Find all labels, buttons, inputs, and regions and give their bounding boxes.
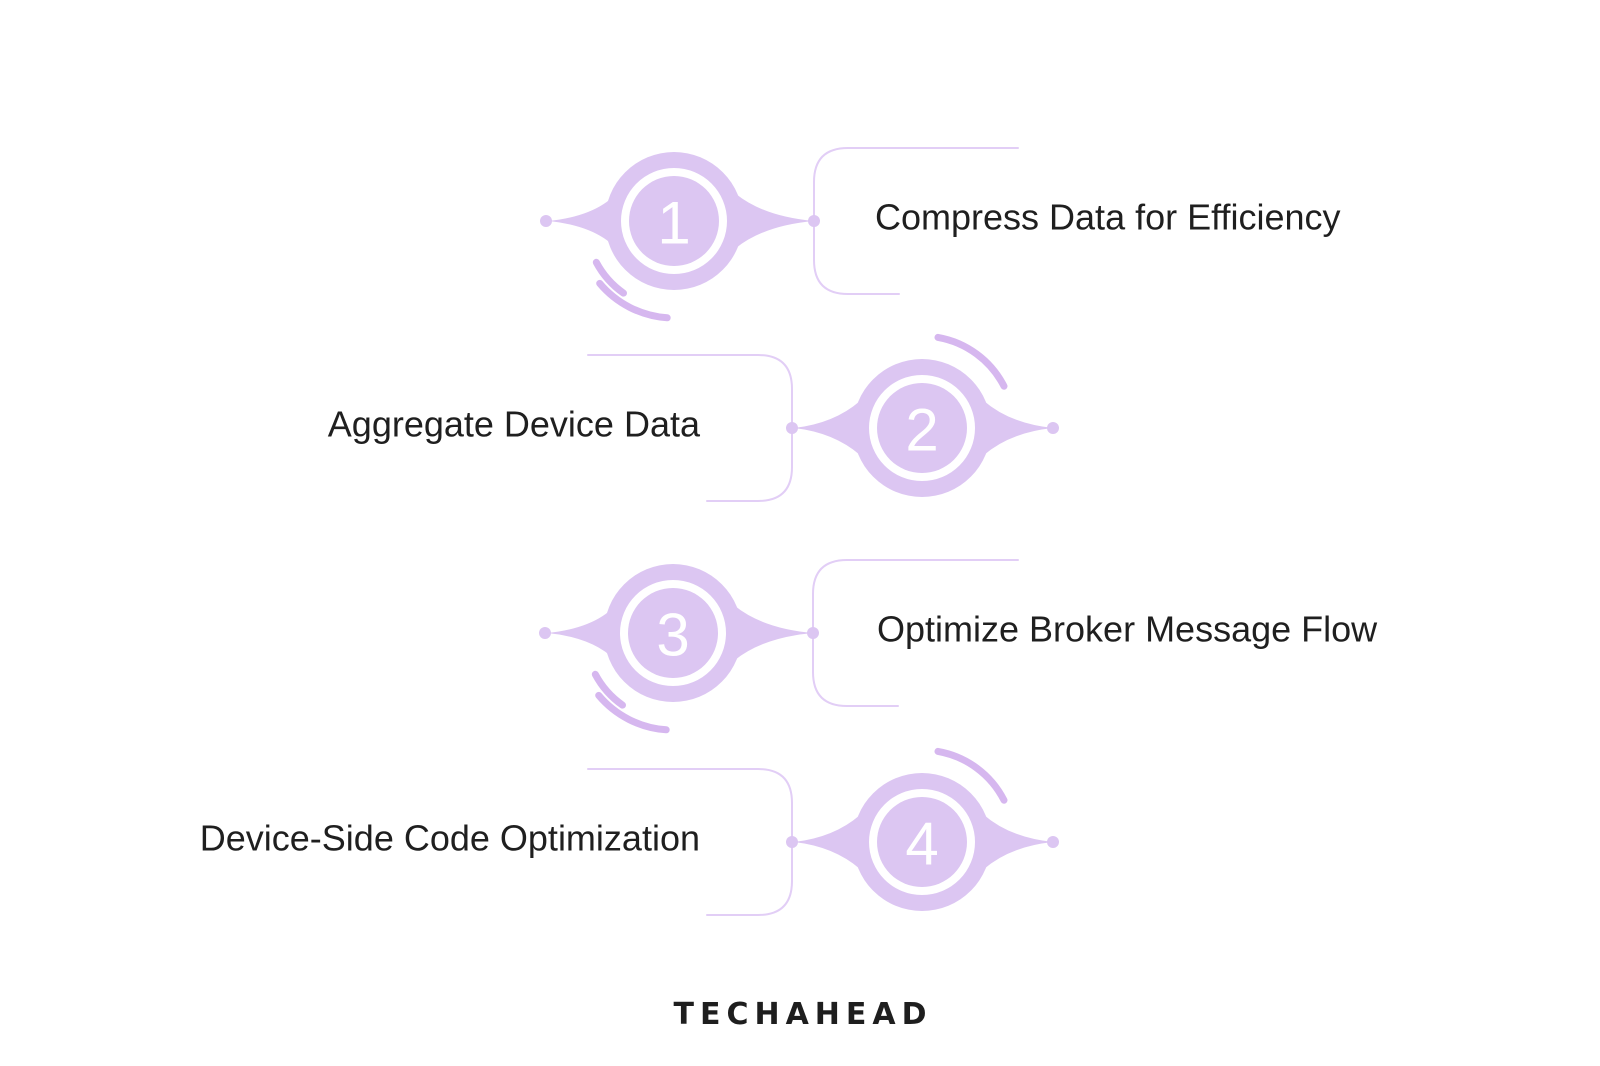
step-3-inner-circle [628,588,718,678]
step-3-left-connector-dot [539,627,551,639]
step-3-right-connector-dot [807,627,819,639]
step-1-right-connector-dot [808,215,820,227]
step-4-number: 4 [905,811,938,878]
step-4-inner-circle [877,797,967,887]
step-4-left-connector-spike [794,815,860,869]
step-2-number: 2 [905,397,938,464]
step-2-left-connector-dot [786,422,798,434]
step-2-node: 2 [786,333,1059,497]
step-2-right-connector-spike [984,401,1053,455]
step-3-left-connector-spike [547,606,615,660]
techahead-logo: TECHAHEAD [673,997,932,1032]
step-1-decorative-arc-long [596,279,671,322]
step-4-left-connector-dot [786,836,798,848]
step-1-label: Compress Data for Efficiency [875,197,1341,238]
step-1-node: 1 [540,152,820,322]
step-4-right-connector-spike [984,815,1053,869]
step-3-decorative-arc-short [591,670,626,709]
step-4-right-connector-dot [1047,836,1059,848]
step-3-number: 3 [656,602,689,669]
step-4-node: 4 [786,747,1059,911]
step-4-label: Device-Side Code Optimization [200,818,700,859]
step-2-label: Aggregate Device Data [328,404,701,445]
step-3-node: 3 [539,564,819,734]
step-3-decorative-arc-long [595,691,670,734]
step-1-left-connector-dot [540,215,552,227]
step-3-right-connector-spike [735,606,813,660]
step-4-decorative-arc [934,747,1008,804]
step-2-inner-circle [877,383,967,473]
step-1-left-connector-spike [548,194,616,248]
step-2-decorative-arc [934,333,1008,390]
step-2-left-connector-spike [794,401,860,455]
step-1-decorative-arc-short [592,258,627,297]
step-1-inner-circle [629,176,719,266]
step-2-right-connector-dot [1047,422,1059,434]
step-3-label: Optimize Broker Message Flow [877,609,1378,650]
step-1-number: 1 [657,190,690,257]
step-1-right-connector-spike [736,194,814,248]
